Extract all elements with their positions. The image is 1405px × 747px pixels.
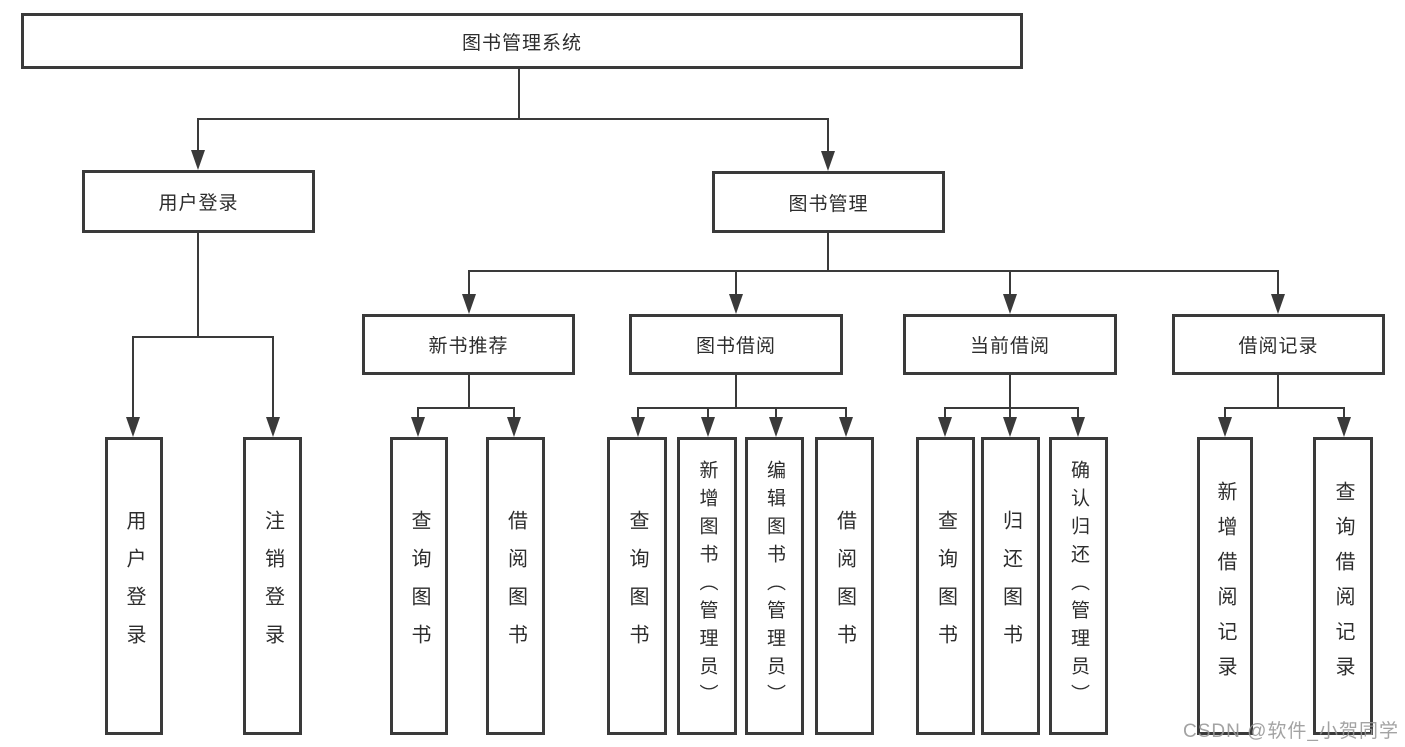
connector-line — [1009, 375, 1011, 407]
node-new-book-recommend: 新书推荐 — [362, 314, 575, 375]
connector-line — [468, 270, 470, 296]
leaf-cb-query-book-label: 查询图书 — [934, 510, 957, 662]
connector-line — [637, 407, 639, 419]
connector-line — [637, 407, 846, 409]
arrow-down-icon — [1271, 294, 1285, 314]
connector-line — [518, 69, 520, 118]
connector-line — [132, 336, 273, 338]
arrow-down-icon — [938, 417, 952, 437]
leaf-bb-add-book-admin-label: 新增图书（管理员） — [696, 460, 718, 712]
leaf-cb-return-book-label: 归还图书 — [999, 510, 1022, 662]
arrow-down-icon — [191, 150, 205, 170]
node-borrow-records: 借阅记录 — [1172, 314, 1385, 375]
arrow-down-icon — [462, 294, 476, 314]
arrow-down-icon — [1218, 417, 1232, 437]
leaf-bb-add-book-admin: 新增图书（管理员） — [677, 437, 737, 735]
arrow-down-icon — [839, 417, 853, 437]
arrow-down-icon — [507, 417, 521, 437]
arrow-down-icon — [769, 417, 783, 437]
arrow-down-icon — [821, 151, 835, 171]
leaf-cb-confirm-return-admin-label: 确认归还（管理员） — [1068, 460, 1089, 712]
node-new-book-recommend-label: 新书推荐 — [428, 336, 509, 357]
node-current-borrow-label: 当前借阅 — [969, 336, 1050, 357]
arrow-down-icon — [1071, 417, 1085, 437]
connector-line — [735, 270, 737, 296]
leaf-br-add-record: 新增借阅记录 — [1197, 437, 1253, 735]
connector-line — [197, 118, 829, 120]
node-borrow-records-label: 借阅记录 — [1238, 336, 1319, 357]
leaf-cb-confirm-return-admin: 确认归还（管理员） — [1049, 437, 1108, 735]
leaf-bb-query-book: 查询图书 — [607, 437, 667, 735]
node-user-login-label: 用户登录 — [158, 193, 239, 214]
connector-line — [1009, 407, 1011, 419]
watermark-text: CSDN @软件_小贺同学 — [1183, 721, 1399, 742]
connector-line — [1009, 270, 1011, 296]
connector-line — [944, 407, 946, 419]
connector-line — [1277, 375, 1279, 407]
leaf-user-login: 用户登录 — [105, 437, 163, 735]
node-user-login: 用户登录 — [82, 170, 315, 233]
connector-line — [775, 407, 777, 419]
leaf-bb-edit-book-admin-label: 编辑图书（管理员） — [764, 460, 785, 712]
arrow-down-icon — [411, 417, 425, 437]
leaf-cb-return-book: 归还图书 — [981, 437, 1040, 735]
arrow-down-icon — [126, 417, 140, 437]
leaf-logout-label: 注销登录 — [261, 510, 284, 662]
connector-line — [417, 407, 515, 409]
arrow-down-icon — [701, 417, 715, 437]
leaf-br-query-record-label: 查询借阅记录 — [1332, 481, 1354, 691]
connector-line — [845, 407, 847, 419]
node-book-management: 图书管理 — [712, 171, 945, 233]
leaf-br-add-record-label: 新增借阅记录 — [1214, 481, 1236, 691]
connector-line — [417, 407, 419, 419]
connector-line — [1077, 407, 1079, 419]
node-book-borrow: 图书借阅 — [629, 314, 843, 375]
leaf-nb-query-book: 查询图书 — [390, 437, 448, 735]
leaf-cb-query-book: 查询图书 — [916, 437, 975, 735]
arrow-down-icon — [1003, 417, 1017, 437]
connector-line — [1343, 407, 1345, 419]
connector-line — [827, 233, 829, 270]
leaf-bb-edit-book-admin: 编辑图书（管理员） — [745, 437, 804, 735]
leaf-br-query-record: 查询借阅记录 — [1313, 437, 1373, 735]
connector-line — [197, 233, 199, 336]
leaf-nb-borrow-book-label: 借阅图书 — [504, 510, 527, 662]
connector-line — [132, 336, 134, 419]
arrow-down-icon — [1003, 294, 1017, 314]
node-root-label: 图书管理系统 — [461, 32, 582, 54]
connector-line — [1224, 407, 1226, 419]
arrow-down-icon — [631, 417, 645, 437]
arrow-down-icon — [1337, 417, 1351, 437]
node-book-borrow-label: 图书借阅 — [695, 336, 776, 357]
node-root: 图书管理系统 — [21, 13, 1023, 69]
leaf-nb-query-book-label: 查询图书 — [408, 510, 430, 662]
connector-line — [1277, 270, 1279, 296]
connector-line — [197, 118, 199, 152]
leaf-user-login-label: 用户登录 — [123, 510, 145, 662]
leaf-nb-borrow-book: 借阅图书 — [486, 437, 545, 735]
leaf-bb-query-book-label: 查询图书 — [626, 510, 648, 662]
connector-line — [272, 336, 274, 419]
arrow-down-icon — [266, 417, 280, 437]
connector-line — [735, 375, 737, 407]
node-current-borrow: 当前借阅 — [903, 314, 1117, 375]
connector-line — [707, 407, 709, 419]
arrow-down-icon — [729, 294, 743, 314]
connector-line — [513, 407, 515, 419]
connector-line — [827, 118, 829, 153]
leaf-bb-borrow-book-label: 借阅图书 — [833, 510, 856, 662]
connector-line — [1224, 407, 1344, 409]
connector-line — [468, 375, 470, 407]
connector-line — [468, 270, 1279, 272]
connector-line — [944, 407, 1079, 409]
leaf-bb-borrow-book: 借阅图书 — [815, 437, 874, 735]
node-book-management-label: 图书管理 — [788, 193, 869, 215]
leaf-logout: 注销登录 — [243, 437, 302, 735]
